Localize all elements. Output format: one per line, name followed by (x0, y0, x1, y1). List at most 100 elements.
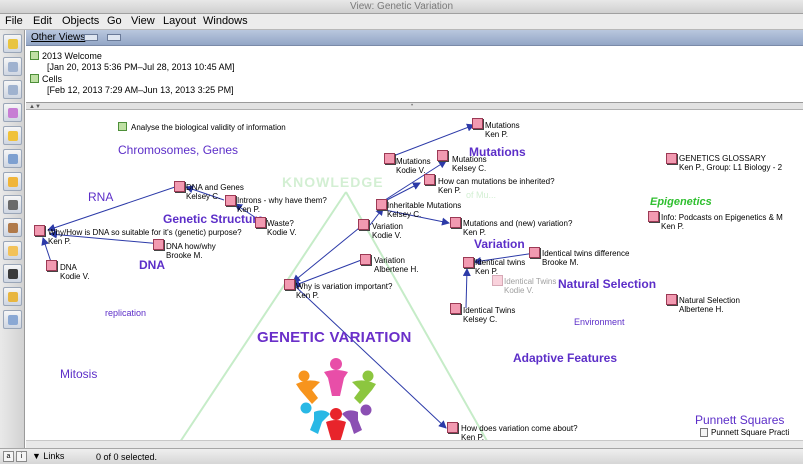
note-node[interactable] (437, 150, 448, 161)
note-title[interactable]: Why is variation important? (296, 282, 393, 291)
menu-edit[interactable]: Edit (33, 15, 52, 27)
splitter-grip-icon: • (411, 103, 414, 109)
note-node[interactable] (46, 260, 57, 271)
people-tool-button[interactable] (3, 195, 22, 214)
links-dropdown[interactable]: ▼ Links (32, 451, 65, 461)
note-title[interactable]: Introns - why have them? (237, 196, 327, 205)
pane-splitter[interactable]: ▲▼ • (26, 103, 803, 110)
help-tool-button[interactable] (3, 287, 22, 306)
note-node[interactable] (34, 225, 45, 236)
note-node[interactable] (424, 174, 435, 185)
note-node[interactable] (376, 199, 387, 210)
note-title[interactable]: Waste? (267, 219, 294, 228)
link (369, 207, 384, 226)
label-tool-button[interactable] (3, 172, 22, 191)
menu-objects[interactable]: Objects (62, 15, 100, 27)
draw-tool-button[interactable] (3, 264, 22, 283)
note-node[interactable] (284, 279, 295, 290)
label-chromosomes: Chromosomes, Genes (118, 143, 239, 157)
note-title[interactable]: DNA and Genes (186, 183, 244, 192)
menu-file[interactable]: File (5, 15, 23, 27)
note-node[interactable] (529, 247, 540, 258)
note-node[interactable] (174, 181, 185, 192)
view-item-name[interactable]: 2013 Welcome (42, 51, 102, 61)
note-author: Ken P. (296, 291, 319, 300)
note-title[interactable]: How can mutations be inherited? (438, 177, 555, 186)
node-tool-button[interactable] (3, 103, 22, 122)
link (234, 203, 257, 219)
selection-status: 0 of 0 selected. (96, 452, 158, 462)
note-title[interactable]: Punnett Square Practi (711, 428, 790, 437)
scissors-tool-button[interactable] (3, 57, 22, 76)
note-node[interactable] (358, 219, 369, 230)
note-title[interactable]: Mutations (485, 121, 520, 130)
note-author: Ken P. (48, 237, 71, 246)
note-title[interactable]: GENETICS GLOSSARY (679, 154, 766, 163)
note-title[interactable]: DNA (60, 263, 77, 272)
note-title[interactable]: Natural Selection (679, 296, 740, 305)
note-node[interactable] (450, 303, 461, 314)
note-node[interactable] (153, 239, 164, 250)
note-node[interactable] (450, 217, 461, 228)
info-button[interactable]: i (16, 451, 27, 462)
label-punnett-squares: Punnett Squares (695, 413, 785, 427)
graph-tool-button[interactable] (3, 218, 22, 237)
link (185, 185, 225, 201)
note-title[interactable]: Mutations (396, 157, 431, 166)
mu-label: of Mu... (466, 190, 497, 200)
view-canvas[interactable]: KNOWLEDGE of Mu... Analyse the biologica… (26, 110, 803, 448)
note-title[interactable]: Inheritable Mutations (387, 201, 462, 210)
view-option-button[interactable] (84, 34, 98, 41)
document-tool-button[interactable] (3, 310, 22, 329)
note-tool-button[interactable] (3, 126, 22, 145)
note-node[interactable] (384, 153, 395, 164)
note-title[interactable]: Identical Twins (504, 277, 557, 286)
view-option-button[interactable] (107, 34, 121, 41)
tool-palette (0, 30, 25, 448)
analyse-note[interactable]: Analyse the biological validity of infor… (131, 123, 286, 132)
note-node[interactable] (472, 118, 483, 129)
note-title[interactable]: Identical Twins (463, 306, 516, 315)
note-node[interactable] (666, 153, 677, 164)
note-node[interactable] (255, 217, 266, 228)
note-title[interactable]: Why/How is DNA so suitable for it's (gen… (48, 228, 242, 237)
label-mutations: Mutations (469, 145, 526, 159)
note-node[interactable] (360, 254, 371, 265)
note-title[interactable]: Identical twins difference (542, 249, 630, 258)
note-node[interactable] (666, 294, 677, 305)
note-node[interactable] (463, 257, 474, 268)
view-icon (118, 122, 127, 131)
note-title[interactable]: Variation (372, 222, 403, 231)
view-item-name[interactable]: Cells (42, 74, 63, 84)
help-tool-icon (8, 292, 18, 302)
note-node[interactable] (225, 195, 236, 206)
menu-view[interactable]: View (131, 15, 155, 27)
note-node[interactable] (447, 422, 458, 433)
attribute-button[interactable]: a (3, 451, 14, 462)
note-title[interactable]: Mutations (452, 155, 487, 164)
note-title[interactable]: How does variation come about? (461, 424, 578, 433)
label-dna: DNA (139, 258, 165, 272)
chart-tool-button[interactable] (3, 241, 22, 260)
note-author: Kodie V. (396, 166, 426, 175)
pencil-tool-button[interactable] (3, 34, 22, 53)
note-title[interactable]: Variation (374, 256, 405, 265)
note-author: Albertene H. (374, 265, 419, 274)
link-tool-button[interactable] (3, 80, 22, 99)
note-node[interactable] (492, 275, 503, 286)
menu-go[interactable]: Go (107, 15, 122, 27)
note-author: Albertene H. (679, 305, 724, 314)
note-title[interactable]: Identical twins (475, 258, 526, 267)
note-title[interactable]: DNA how/why (166, 242, 216, 251)
horizontal-scrollbar[interactable] (26, 440, 803, 448)
label-environment: Environment (574, 317, 625, 327)
knowledge-triangle (175, 191, 492, 448)
note-title[interactable]: Info: Podcasts on Epigenetics & M (661, 213, 783, 222)
note-node[interactable] (648, 211, 659, 222)
note-author: Kodie V. (372, 231, 402, 240)
menu-layout[interactable]: Layout (163, 15, 197, 27)
menu-windows[interactable]: Windows (203, 15, 248, 27)
other-views-label[interactable]: Other Views (31, 32, 86, 43)
zoom-tool-button[interactable] (3, 149, 22, 168)
note-title[interactable]: Mutations and (new) variation? (463, 219, 573, 228)
